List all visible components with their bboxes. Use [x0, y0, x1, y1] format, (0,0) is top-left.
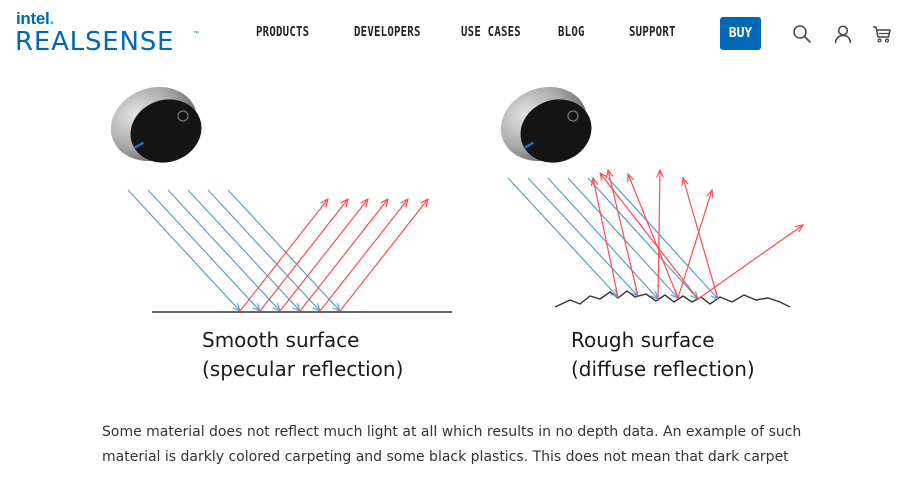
- incident-rays-left: [127, 189, 340, 311]
- nav-item-use-cases[interactable]: USE CASES: [461, 25, 521, 40]
- caption-rough-title: Rough surface: [571, 328, 715, 352]
- nav-item-support[interactable]: SUPPORT: [629, 25, 676, 40]
- buy-button[interactable]: BUY: [720, 17, 761, 50]
- caption-smooth-surface: Smooth surface (specular reflection): [202, 326, 403, 384]
- logo-trademark: ™: [193, 31, 199, 37]
- user-icon[interactable]: [833, 24, 853, 44]
- camera-right-icon: [500, 86, 592, 163]
- nav-item-blog[interactable]: BLOG: [558, 25, 585, 40]
- reflected-rays-left: [239, 199, 428, 312]
- intel-realsense-logo[interactable]: intel. REALSENSE ™: [15, 9, 205, 59]
- cart-icon[interactable]: [872, 24, 892, 44]
- nav-item-developers[interactable]: DEVELOPERS: [354, 25, 421, 40]
- reflection-illustration: [110, 86, 820, 313]
- logo-product: REALSENSE: [15, 27, 175, 57]
- reflected-rays-right: [593, 170, 803, 300]
- reflection-diagram: Smooth surface (specular reflection) Rou…: [100, 78, 820, 393]
- search-icon[interactable]: [792, 24, 812, 44]
- caption-smooth-title: Smooth surface: [202, 328, 360, 352]
- caption-smooth-subtitle: (specular reflection): [202, 357, 404, 381]
- rough-surface-line: [554, 290, 791, 308]
- caption-rough-surface: Rough surface (diffuse reflection): [571, 326, 755, 384]
- paragraph-line-1: Some material does not reflect much ligh…: [102, 424, 802, 440]
- camera-left-icon: [110, 86, 202, 163]
- nav-item-products[interactable]: PRODUCTS: [256, 25, 310, 40]
- caption-rough-subtitle: (diffuse reflection): [571, 357, 755, 381]
- site-header: intel. REALSENSE ™ PRODUCTS DEVELOPERS U…: [0, 0, 900, 70]
- paragraph-line-2: material is darkly colored carpeting and…: [102, 449, 789, 465]
- incident-rays-right: [507, 177, 718, 299]
- article-paragraph: Some material does not reflect much ligh…: [102, 420, 822, 470]
- logo-company: intel.: [16, 9, 54, 28]
